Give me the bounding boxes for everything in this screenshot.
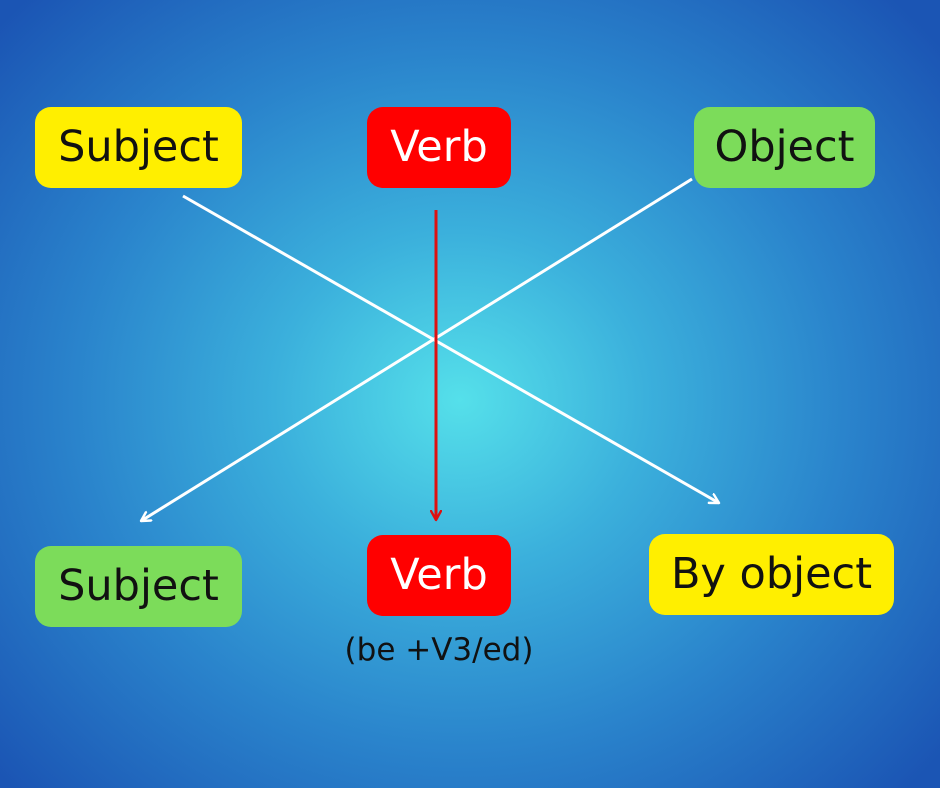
by-object-label: By object <box>670 549 873 599</box>
subject-label-top: Subject <box>58 122 219 172</box>
subject-label-bottom: Subject <box>58 561 219 611</box>
arrow-object-to-subject <box>141 177 693 523</box>
verb-label-top: Verb <box>390 122 488 172</box>
subject-box-bottom: Subject <box>35 546 242 627</box>
verb-box-top: Verb <box>367 107 511 188</box>
arrow-subject-to-by-object <box>182 194 719 505</box>
object-label-top: Object <box>714 122 855 172</box>
verb-box-bottom: Verb <box>367 535 511 616</box>
verb-label-bottom: Verb <box>390 550 488 600</box>
verb-form-note: (be +V3/ed) <box>344 632 534 668</box>
subject-box-top: Subject <box>35 107 242 188</box>
by-object-box: By object <box>649 534 894 615</box>
object-box-top: Object <box>694 107 875 188</box>
